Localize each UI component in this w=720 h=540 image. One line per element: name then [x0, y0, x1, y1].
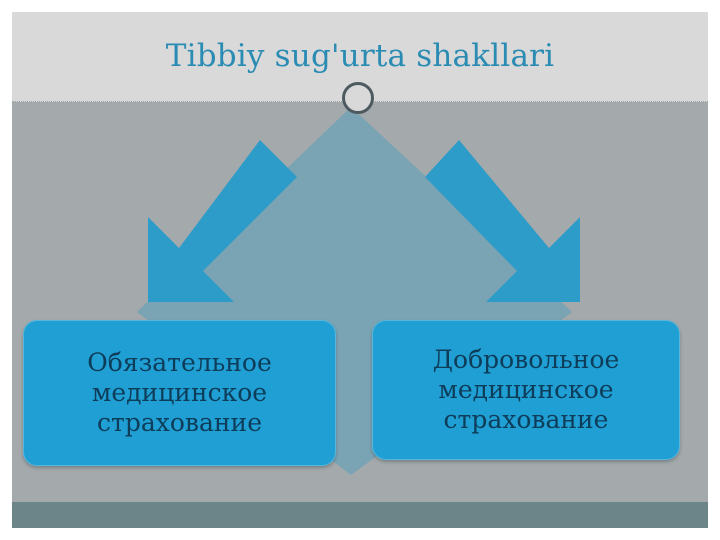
left-arrow [148, 140, 297, 302]
slide-title: Tibbiy sug'urta shakllari [165, 38, 555, 74]
voluntary-insurance-box: Добровольное медицинское страхование [372, 320, 680, 460]
voluntary-insurance-label: Добровольное медицинское страхование [432, 345, 620, 434]
slide: Tibbiy sug'urta shakllari Обязательное м… [12, 12, 708, 528]
divider-ring [342, 82, 374, 114]
mandatory-insurance-label: Обязательное медицинское страхование [87, 348, 272, 437]
right-arrow [425, 140, 580, 302]
mandatory-insurance-box: Обязательное медицинское страхование [23, 320, 336, 466]
bottom-band [12, 502, 708, 528]
